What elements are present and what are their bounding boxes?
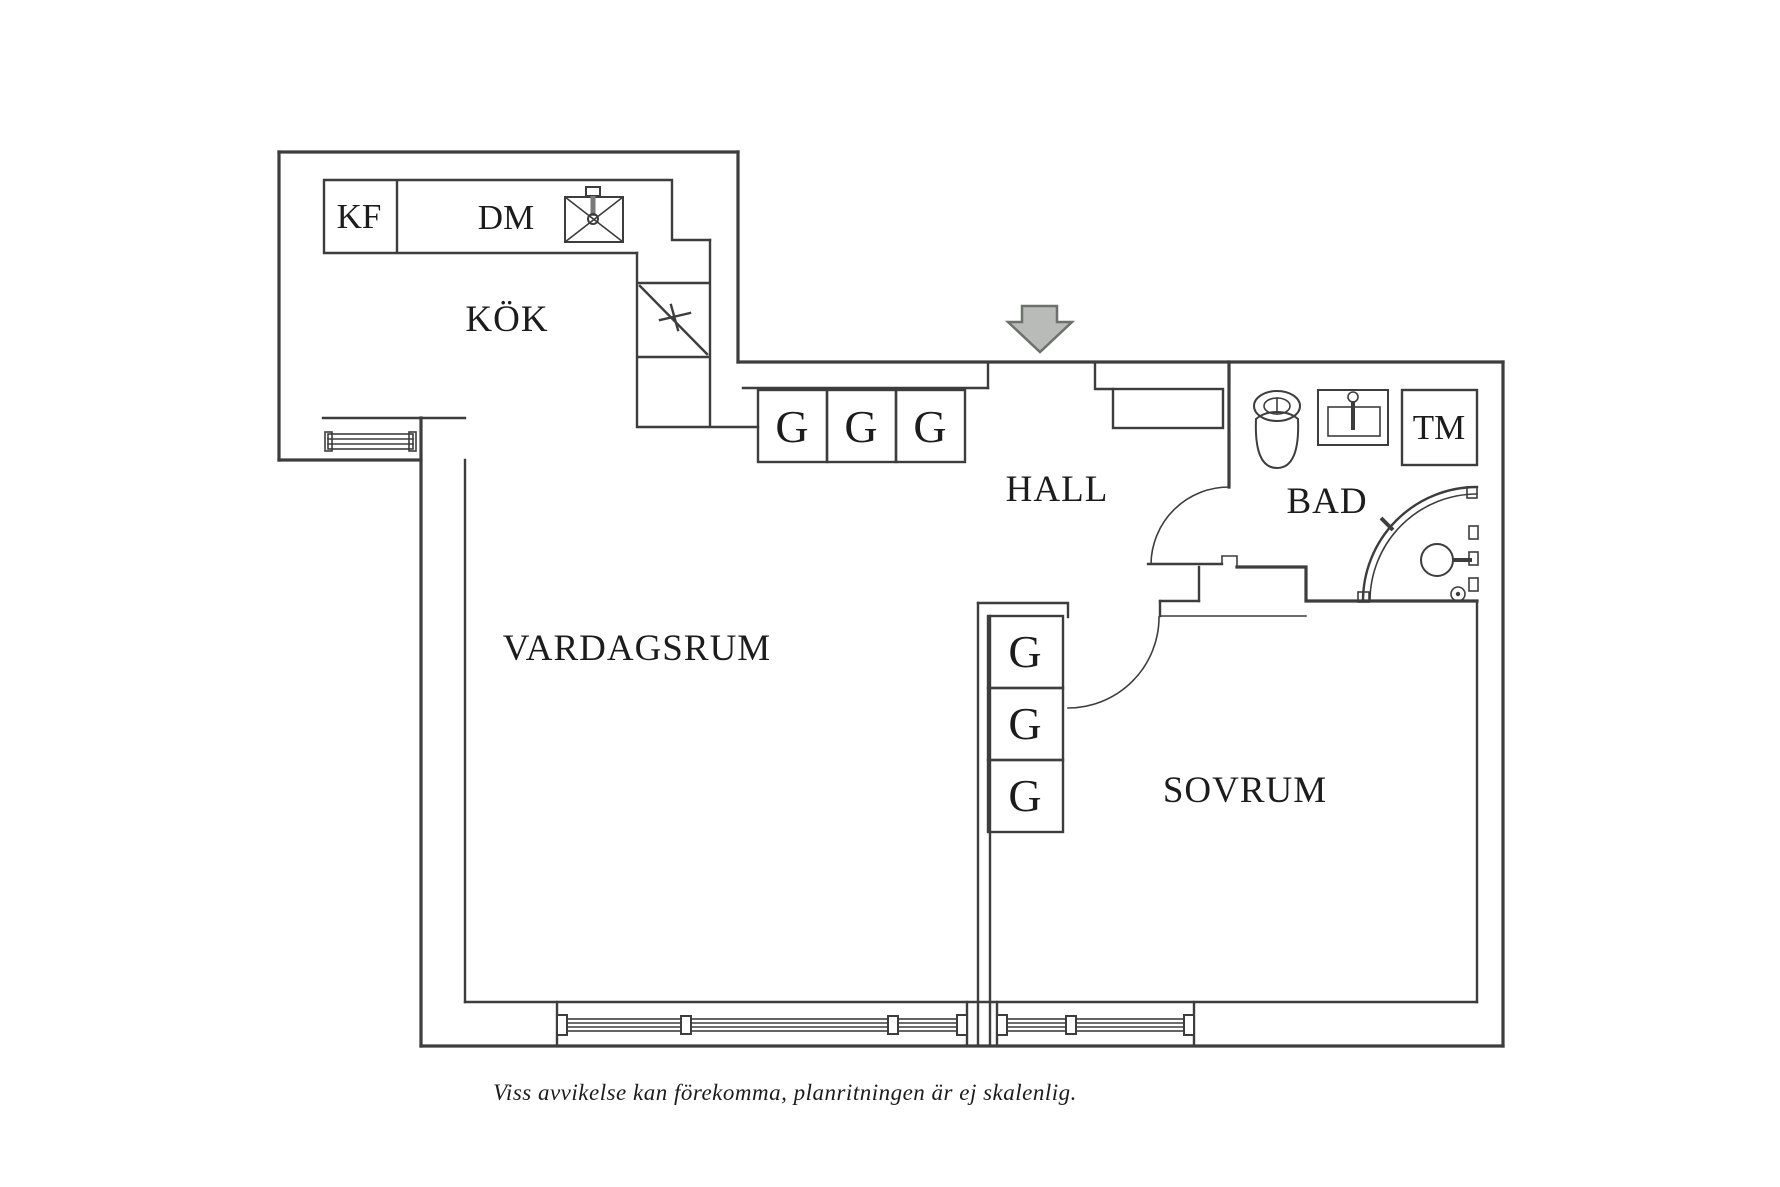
wall-segment xyxy=(1093,360,1115,391)
bedroom-wardrobe-label: G xyxy=(1008,626,1041,677)
hall-wardrobe-label: G xyxy=(913,401,946,452)
shower-hinge xyxy=(1468,525,1479,540)
window-cap xyxy=(324,431,333,452)
bedroom-wardrobe-label: G xyxy=(1008,770,1041,821)
sink-outline xyxy=(1317,389,1389,446)
washing-machine-box xyxy=(1400,388,1479,467)
bedroom-wardrobes xyxy=(986,614,1065,834)
shower-hinge xyxy=(1468,577,1479,592)
disclaimer-caption: Viss avvikelse kan förekomma, planritnin… xyxy=(493,1080,1077,1105)
window-cap xyxy=(556,1014,568,1036)
window-mullion xyxy=(1065,1015,1077,1035)
window-mullion xyxy=(680,1015,692,1035)
walls-outer xyxy=(277,150,1505,1048)
room-label-bedroom: SOVRUM xyxy=(1163,770,1327,811)
sink-faucet-base xyxy=(585,186,601,197)
toilet-icon xyxy=(1253,390,1301,470)
bathroom-door-arc xyxy=(1150,486,1230,565)
label-fridge-freezer: KF xyxy=(337,197,382,236)
kitchen-sink-icon xyxy=(563,186,625,244)
room-label-bathroom: BAD xyxy=(1286,481,1367,522)
toilet-bowl xyxy=(1254,410,1300,470)
kitchen-counter xyxy=(322,178,760,429)
shower-drain xyxy=(1450,586,1466,602)
toilet-tank xyxy=(1253,390,1301,422)
hall-wardrobe-label: G xyxy=(844,401,877,452)
window-cap xyxy=(1183,1014,1195,1036)
hall-shelf xyxy=(1111,387,1225,430)
window-frame xyxy=(327,433,414,450)
window-glass xyxy=(327,438,414,445)
stove-diagonal xyxy=(638,284,709,356)
sink-faucet-knob xyxy=(1347,391,1359,403)
wardrobe-box xyxy=(894,388,967,464)
room-label-living-room: VARDAGSRUM xyxy=(503,628,771,669)
room-label-hall: HALL xyxy=(1006,469,1109,510)
stove-icon xyxy=(638,284,709,356)
counter-outline xyxy=(322,178,712,255)
walls-inner xyxy=(321,360,1479,1048)
living-room-window xyxy=(556,1014,968,1036)
shower-door-arc-inner xyxy=(1369,493,1478,602)
sink-cross xyxy=(563,195,625,244)
shower-handle xyxy=(1420,543,1454,577)
bedroom-wardrobe-label: G xyxy=(1008,698,1041,749)
shower-arc-end xyxy=(1466,486,1478,499)
entrance-arrow-icon xyxy=(1004,304,1076,354)
bedroom-door-arc xyxy=(1067,616,1160,709)
window-cap xyxy=(408,431,417,452)
shower-door-tick xyxy=(1379,516,1395,532)
wall-jamb xyxy=(1221,555,1238,567)
bedroom-window xyxy=(996,1014,1195,1036)
room-label-kitchen: KÖK xyxy=(465,299,548,340)
window-cap xyxy=(956,1014,968,1036)
label-washing-machine: TM xyxy=(1413,408,1466,447)
shower-icon xyxy=(1357,485,1479,603)
hall-wardrobes xyxy=(756,388,967,464)
window-cap xyxy=(996,1014,1008,1036)
hall-wardrobe-label: G xyxy=(775,401,808,452)
window-frame xyxy=(1006,1018,1185,1032)
stove-tick xyxy=(658,303,692,332)
wall-segment xyxy=(976,601,1070,619)
window-glass xyxy=(1006,1022,1185,1028)
kitchen-window xyxy=(324,431,417,452)
shower-drain-dot xyxy=(1455,591,1461,597)
window-mullion xyxy=(887,1015,899,1035)
shower-arc-end xyxy=(1357,591,1370,603)
sink-faucet-knob xyxy=(587,213,599,225)
stove-column xyxy=(635,238,760,429)
shower-door-arc-outer xyxy=(1361,485,1479,603)
wall-segment xyxy=(1235,565,1479,603)
label-dishwasher: DM xyxy=(478,198,534,237)
wardrobe-box xyxy=(986,758,1065,834)
bathroom-sink-icon xyxy=(1317,389,1389,446)
